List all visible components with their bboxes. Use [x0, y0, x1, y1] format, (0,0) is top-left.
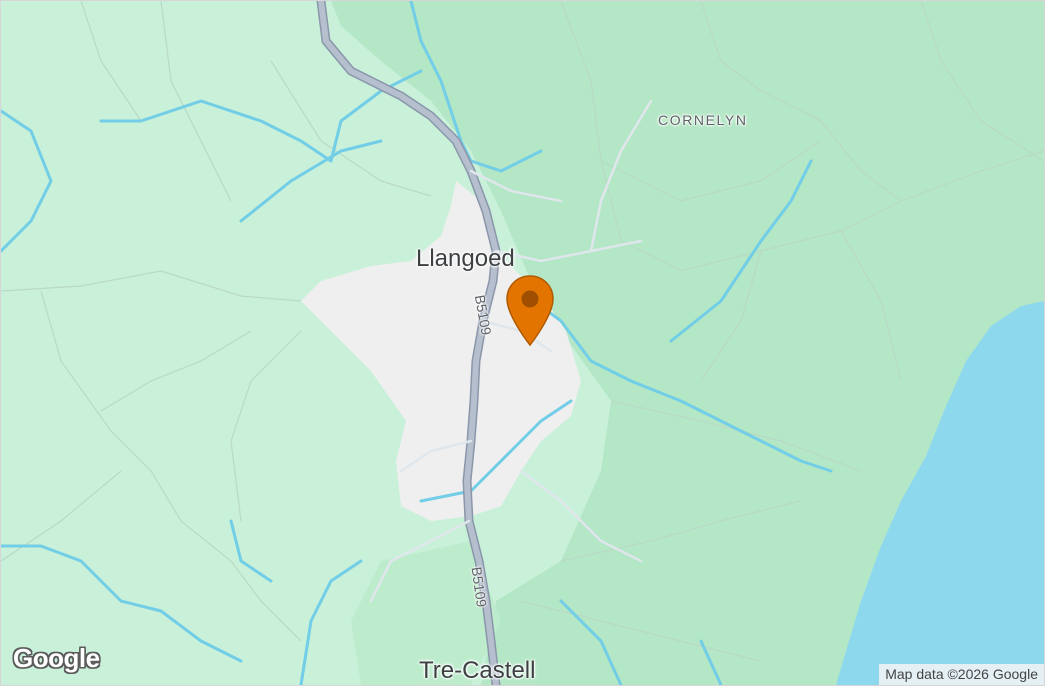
farmland-area-south	[351, 541, 501, 685]
streams	[1, 1, 833, 685]
farmland-area	[331, 1, 1044, 685]
map-attribution[interactable]: Map data ©2026 Google	[879, 664, 1044, 685]
place-label-llangoed: Llangoed	[416, 245, 515, 272]
place-label-tre-castell: Tre-Castell	[419, 657, 536, 684]
built-up-area	[301, 181, 581, 521]
field-boundaries	[1, 1, 1044, 662]
google-logo: Google	[13, 643, 100, 673]
sea-area	[836, 301, 1044, 685]
location-marker[interactable]	[502, 273, 558, 349]
place-label-cornelyn: CORNELYN	[658, 112, 748, 128]
minor-roads	[369, 99, 653, 603]
map-pin-icon	[506, 275, 554, 347]
road-b5109	[316, 1, 501, 685]
